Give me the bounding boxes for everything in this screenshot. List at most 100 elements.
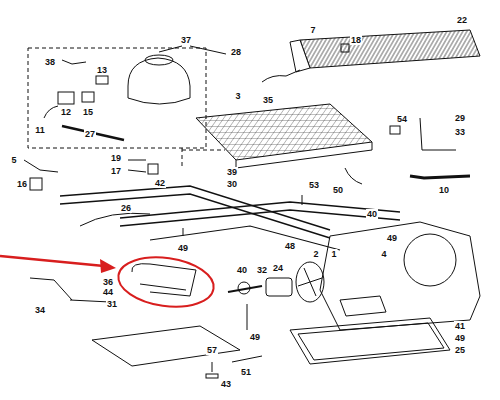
access-plate	[92, 326, 240, 366]
callout-number: 42	[154, 178, 166, 188]
condenser-coil	[300, 30, 480, 68]
screw	[183, 228, 184, 236]
drop-line	[182, 148, 183, 168]
heater	[410, 176, 470, 178]
callout-number: 41	[454, 321, 466, 331]
compressor-dome	[145, 55, 173, 65]
callout-number: 36	[102, 277, 114, 287]
callout-number: 31	[106, 299, 118, 309]
callout-number: 51	[240, 367, 252, 377]
drain-pan-rim	[298, 323, 444, 360]
callout-number: 17	[110, 166, 122, 176]
callout-number: 1	[330, 249, 337, 259]
callout-number: 26	[120, 203, 132, 213]
fan-bracket	[320, 222, 480, 330]
callout-number: 40	[366, 209, 378, 219]
callout-number: 4	[380, 249, 387, 259]
screw	[341, 44, 349, 52]
screw	[302, 195, 303, 205]
frame-rail	[60, 186, 330, 230]
tube	[70, 300, 110, 302]
pointer-arrow	[0, 256, 104, 266]
screw	[212, 362, 213, 372]
screw-head	[206, 374, 218, 378]
tube	[232, 356, 262, 362]
callout-number: 50	[332, 185, 344, 195]
motor-bracket	[228, 286, 262, 292]
grommet	[238, 282, 250, 294]
tube	[80, 213, 150, 226]
overload	[82, 92, 94, 102]
harness	[62, 60, 86, 64]
callout-number: 25	[454, 345, 466, 355]
callout-number: 12	[60, 107, 72, 117]
callout-number: 11	[34, 125, 46, 135]
cover	[96, 76, 108, 84]
callout-number: 24	[272, 263, 284, 273]
fan-blade	[296, 262, 324, 302]
fan-motor	[266, 278, 292, 296]
compressor-group-box	[28, 48, 206, 148]
callout-number: 28	[230, 47, 242, 57]
screw	[247, 304, 248, 330]
leader-line	[190, 46, 226, 54]
callout-number: 19	[110, 153, 122, 163]
screw-pair	[128, 160, 146, 172]
terminal-block	[390, 126, 400, 134]
callout-number: 15	[82, 107, 94, 117]
callout-number: 22	[456, 15, 468, 25]
callout-number: 3	[234, 91, 241, 101]
callout-number: 30	[226, 179, 238, 189]
callout-number: 13	[96, 65, 108, 75]
callout-number: 29	[454, 113, 466, 123]
evaporator-coil	[196, 104, 372, 160]
callout-number: 49	[386, 233, 398, 243]
callout-number: 5	[10, 155, 17, 165]
callout-number: 18	[350, 35, 362, 45]
callout-number: 32	[256, 265, 268, 275]
tube	[30, 278, 72, 300]
connector	[30, 178, 42, 190]
callout-number: 7	[309, 25, 316, 35]
callout-number: 33	[454, 127, 466, 137]
relay	[58, 92, 74, 104]
callout-number: 27	[84, 129, 96, 139]
callout-number: 38	[44, 57, 56, 67]
frame-rail	[120, 210, 400, 226]
frame-rail	[60, 194, 330, 238]
callout-number: 49	[177, 243, 189, 253]
fan-shroud-opening	[404, 234, 456, 286]
tube-assembly	[140, 284, 186, 290]
callout-number: 43	[220, 379, 232, 389]
drain-pan	[290, 318, 450, 364]
callout-number: 2	[312, 249, 319, 259]
callout-number: 53	[308, 180, 320, 190]
sensor	[148, 164, 158, 174]
callout-number: 40	[236, 265, 248, 275]
drier-tube	[262, 70, 300, 82]
fan-blade	[298, 268, 322, 296]
callout-number: 54	[396, 114, 408, 124]
line-art	[24, 30, 480, 378]
wire	[44, 106, 58, 118]
callout-number: 44	[102, 287, 114, 297]
coil-edge	[236, 142, 372, 168]
pointer-arrow-head	[100, 259, 116, 273]
tube	[345, 168, 362, 184]
callout-number: 49	[249, 332, 261, 342]
callout-number: 37	[180, 35, 192, 45]
bracket-slot	[340, 296, 386, 316]
callout-number: 34	[34, 305, 46, 315]
callout-number: 35	[262, 95, 274, 105]
callout-number: 48	[284, 241, 296, 251]
grommet-stud	[159, 46, 182, 52]
highlight-ellipse	[115, 252, 217, 313]
capacitor-rod	[62, 126, 124, 140]
callout-number: 10	[438, 185, 450, 195]
callout-number: 39	[226, 167, 238, 177]
callout-number: 16	[16, 179, 28, 189]
tube-assembly	[132, 264, 196, 296]
heater-bracket	[420, 118, 456, 150]
callout-number: 49	[454, 333, 466, 343]
